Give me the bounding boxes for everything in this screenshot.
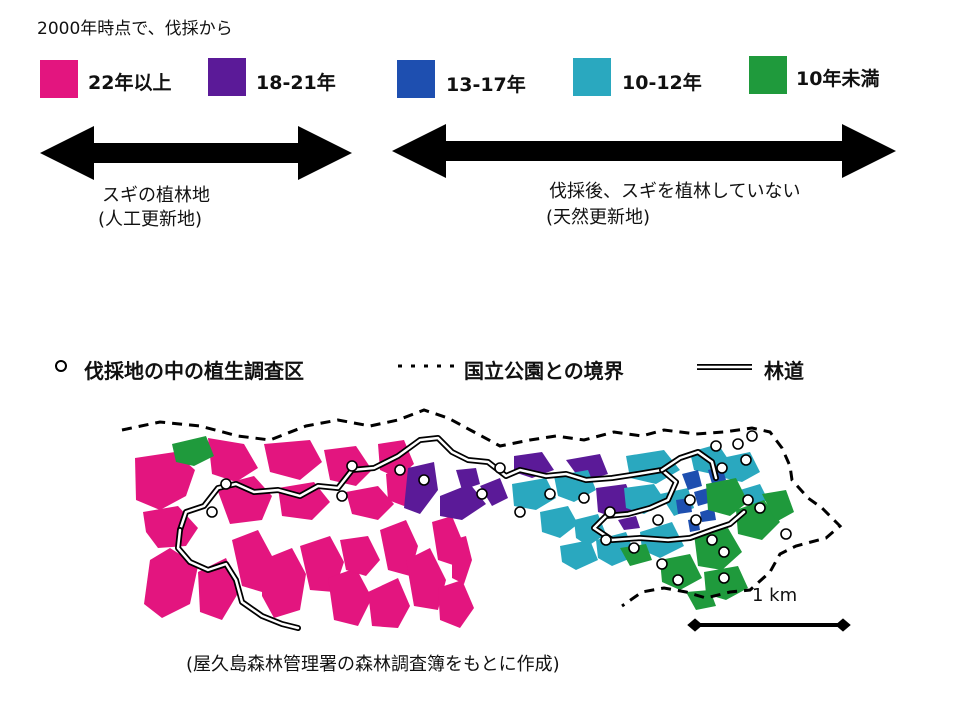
legend-label-under10: 10年未満 (796, 68, 880, 90)
legend-label-10-12: 10-12年 (622, 72, 702, 94)
scale-label: 1 km (752, 585, 798, 606)
boundary-legend-label: 国立公園との境界 (464, 359, 624, 383)
plot-symbol-icon (55, 360, 67, 372)
source-note: (屋久島森林管理署の森林調査簿をもとに作成) (186, 654, 560, 675)
legend-label-18-21: 18-21年 (256, 72, 336, 94)
legend-title: 2000年時点で、伐採から (37, 19, 233, 39)
plot-legend-label: 伐採地の中の植生調査区 (84, 359, 304, 383)
planted-arrow (40, 126, 352, 180)
legend-swatch-under10 (749, 56, 787, 94)
legend-label-13-17: 13-17年 (446, 74, 526, 96)
natural-label-line2: (天然更新地) (546, 207, 651, 228)
legend-label-22plus: 22年以上 (88, 72, 172, 94)
planted-label-line2: (人工更新地) (98, 209, 203, 230)
natural-arrow (392, 124, 896, 178)
planted-label-line1: スギの植林地 (102, 185, 210, 206)
legend-swatch-18-21 (208, 58, 246, 96)
natural-label-line1: 伐採後、スギを植林していない (549, 181, 801, 202)
legend-swatch-13-17 (397, 60, 435, 98)
legend-swatch-10-12 (573, 58, 611, 96)
road-legend-label: 林道 (764, 359, 804, 383)
survey-plots (206, 430, 792, 586)
legend-swatch-22plus (40, 60, 78, 98)
patch-under10-nw (172, 436, 214, 466)
national-park-boundary (121, 408, 843, 608)
scale-bar (687, 618, 851, 632)
